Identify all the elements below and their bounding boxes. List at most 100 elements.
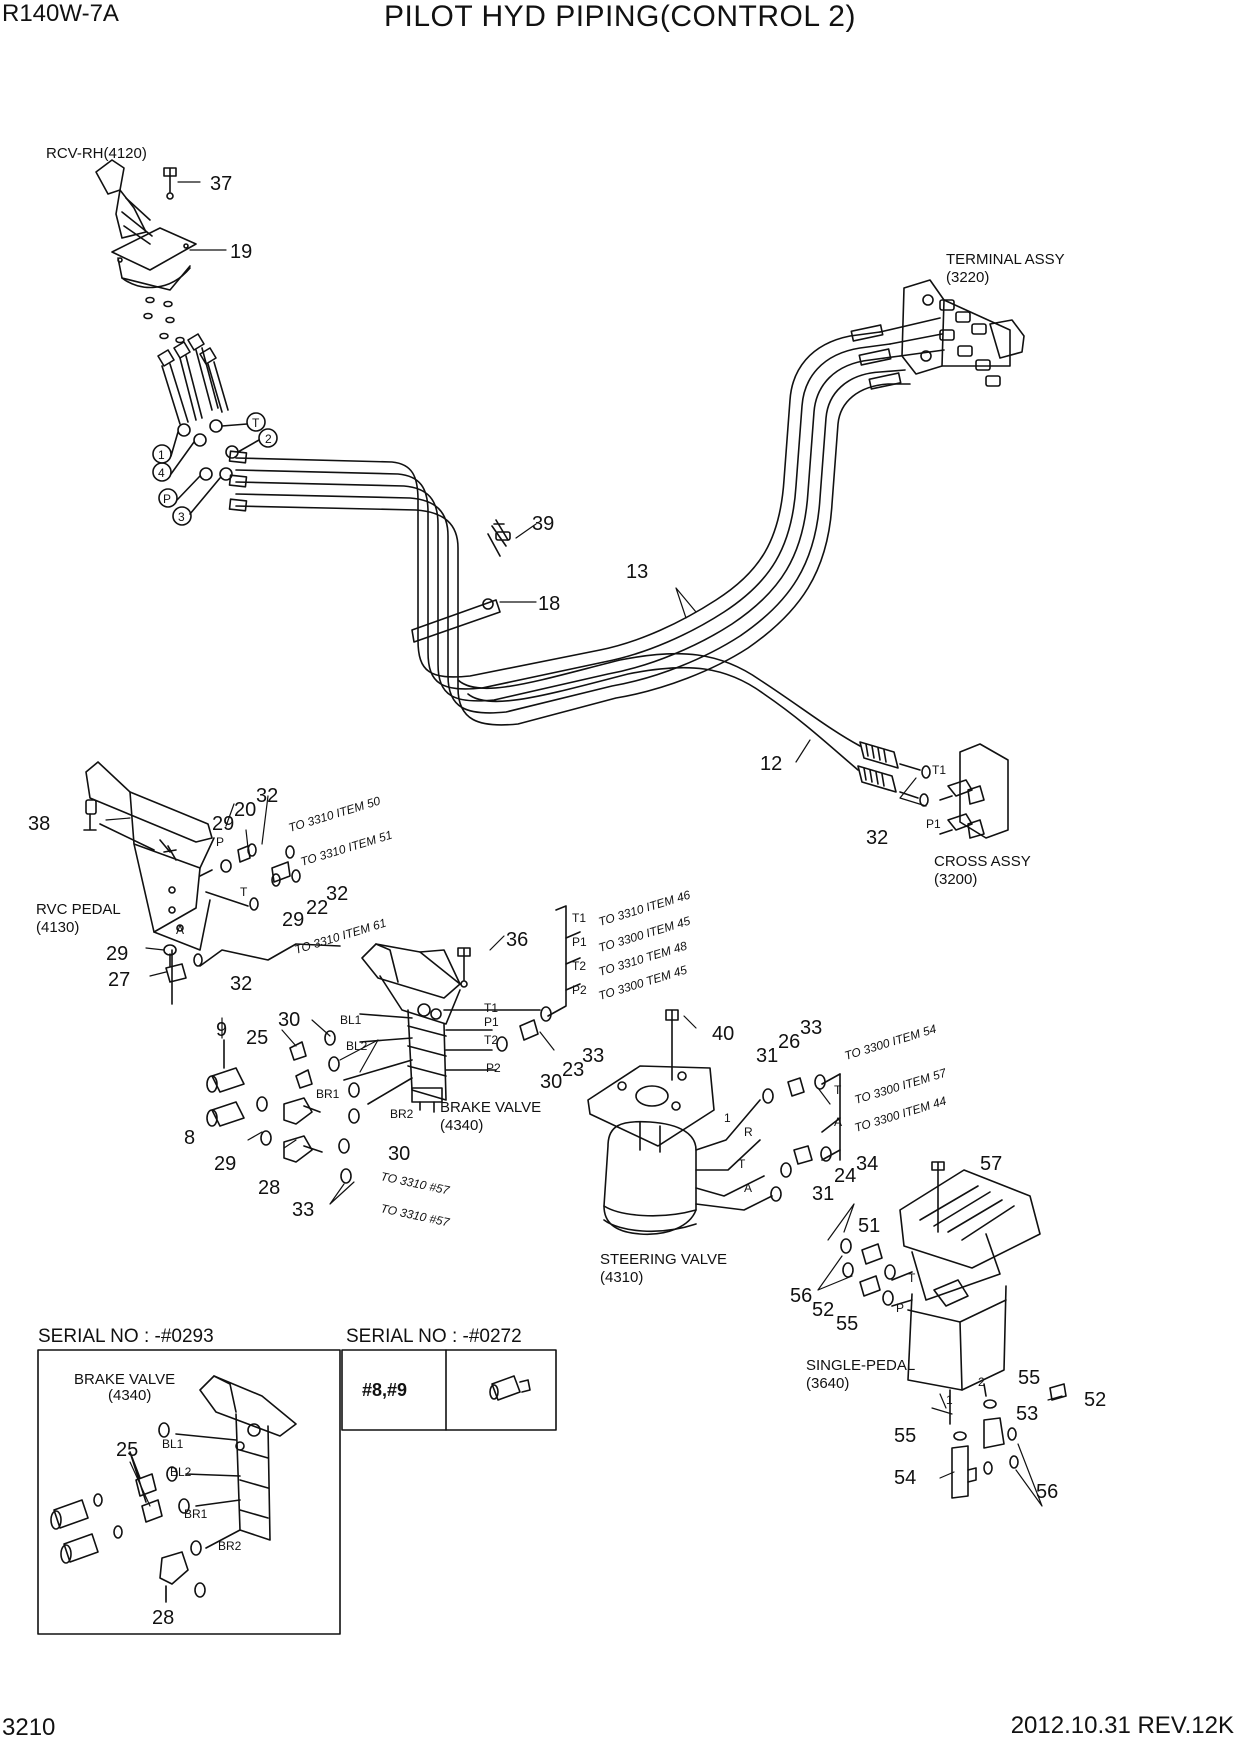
item-55-a: 55 bbox=[836, 1313, 858, 1335]
port-labels: T 2 1 4 P 3 T1 P1 P T A T1 P1 T2 P2 BL1 … bbox=[158, 416, 985, 1553]
label-rcv-rh: RCV-RH(4120) bbox=[46, 145, 147, 162]
note-item-51: TO 3310 ITEM 51 bbox=[299, 828, 394, 869]
item-56-a: 56 bbox=[790, 1285, 812, 1307]
port-2: 2 bbox=[265, 432, 272, 446]
label-cross-code: (3200) bbox=[934, 871, 977, 888]
item-32-low: 32 bbox=[230, 973, 252, 995]
inset-left-serial: SERIAL NO : -#0293 bbox=[38, 1326, 214, 1347]
page-title: PILOT HYD PIPING(CONTROL 2) bbox=[384, 0, 856, 33]
label-terminal-name: TERMINAL ASSY bbox=[946, 251, 1065, 268]
component-labels: RCV-RH(4120) TERMINAL ASSY (3220) CROSS … bbox=[36, 145, 1065, 1392]
inset-left-brake-name: BRAKE VALVE bbox=[74, 1371, 175, 1388]
item-51: 51 bbox=[858, 1215, 880, 1237]
label-rvc-code: (4130) bbox=[36, 919, 79, 936]
port-brake-BL1: BL1 bbox=[340, 1013, 362, 1027]
item-32-cross: 32 bbox=[866, 827, 888, 849]
label-single-name: SINGLE-PEDAL bbox=[806, 1357, 915, 1374]
inset-serial-0293 bbox=[37, 1349, 341, 1635]
item-31-a: 31 bbox=[756, 1045, 778, 1067]
note-leaders-rvc bbox=[199, 943, 341, 967]
port-4: 4 bbox=[158, 466, 165, 480]
port-steer-T: T bbox=[738, 1157, 746, 1171]
port-steer-T-note: T bbox=[834, 1083, 842, 1097]
item-39: 39 bbox=[532, 513, 554, 535]
item-29-rvc: 29 bbox=[212, 813, 234, 835]
item-56-b: 56 bbox=[1036, 1481, 1058, 1503]
brake-valve bbox=[206, 943, 552, 1184]
port-single-T: T bbox=[908, 1271, 916, 1285]
item-27: 27 bbox=[108, 969, 130, 991]
inset-texts: SERIAL NO : -#0293 BRAKE VALVE (4340) SE… bbox=[38, 1326, 522, 1404]
item-30-b: 30 bbox=[388, 1143, 410, 1165]
port-brake-T1: T1 bbox=[484, 1001, 498, 1015]
label-brake-code: (4340) bbox=[440, 1117, 483, 1134]
label-steer-code: (4310) bbox=[600, 1269, 643, 1286]
item-8: 8 bbox=[184, 1127, 195, 1149]
port-steer-A: A bbox=[744, 1181, 752, 1195]
label-rvc-name: RVC PEDAL bbox=[36, 901, 121, 918]
item-30-c: 30 bbox=[540, 1071, 562, 1093]
label-brake-name: BRAKE VALVE bbox=[440, 1099, 541, 1116]
terminal-assy bbox=[850, 279, 1025, 390]
port-single-2: 2 bbox=[978, 1375, 985, 1389]
revision-date: 2012.10.31 REV.12K bbox=[1010, 1712, 1234, 1739]
port-cross-T1: T1 bbox=[932, 763, 946, 777]
port-note-P1: P1 bbox=[572, 935, 587, 949]
port-brake-T2: T2 bbox=[484, 1033, 498, 1047]
port-brake-BR1: BR1 bbox=[316, 1087, 340, 1101]
port-inset-BR2: BR2 bbox=[218, 1539, 242, 1553]
item-33-c: 33 bbox=[800, 1017, 822, 1039]
port-steer-L: 1 bbox=[724, 1111, 731, 1125]
item-29-lower: 29 bbox=[282, 909, 304, 931]
port-brake-BR2: BR2 bbox=[390, 1107, 414, 1121]
item-20: 20 bbox=[234, 799, 256, 821]
port-single-1: 1 bbox=[946, 1393, 953, 1407]
item-34: 34 bbox=[856, 1153, 878, 1175]
item-37: 37 bbox=[210, 173, 232, 195]
callout-leaders bbox=[105, 181, 1063, 1601]
item-28: 28 bbox=[258, 1177, 280, 1199]
label-steer-name: STEERING VALVE bbox=[600, 1251, 727, 1268]
port-note-T1: T1 bbox=[572, 911, 586, 925]
port-inset-BL1: BL1 bbox=[162, 1437, 184, 1451]
item-32-top: 32 bbox=[256, 785, 278, 807]
port-T: T bbox=[252, 416, 260, 430]
item-38: 38 bbox=[28, 813, 50, 835]
port-3: 3 bbox=[178, 510, 185, 524]
inset-right-serial: SERIAL NO : -#0272 bbox=[346, 1326, 522, 1347]
item-52-a: 52 bbox=[812, 1299, 834, 1321]
port-inset-BR1: BR1 bbox=[184, 1507, 208, 1521]
item-23: 23 bbox=[562, 1059, 584, 1081]
port-note-T2: T2 bbox=[572, 959, 586, 973]
inset-brake-valve bbox=[50, 1375, 297, 1603]
item-33-b: 33 bbox=[582, 1045, 604, 1067]
item-40: 40 bbox=[712, 1023, 734, 1045]
item-54: 54 bbox=[894, 1467, 916, 1489]
note-leaders-brake bbox=[547, 905, 581, 1017]
label-cross-name: CROSS ASSY bbox=[934, 853, 1031, 870]
rcv-rh-joystick bbox=[95, 159, 278, 526]
item-33-a: 33 bbox=[292, 1199, 314, 1221]
port-brake-BL2: BL2 bbox=[346, 1039, 368, 1053]
item-13: 13 bbox=[626, 561, 648, 583]
item-36: 36 bbox=[506, 929, 528, 951]
item-52-b: 52 bbox=[1084, 1389, 1106, 1411]
item-53: 53 bbox=[1016, 1403, 1038, 1425]
inset-switch-icon bbox=[489, 1375, 531, 1401]
item-29-a: 29 bbox=[106, 943, 128, 965]
model-code: R140W-7A bbox=[2, 0, 119, 27]
item-19: 19 bbox=[230, 241, 252, 263]
port-inset-BL2: BL2 bbox=[170, 1465, 192, 1479]
inset-right-cell-label: #8,#9 bbox=[362, 1380, 407, 1400]
single-pedal bbox=[840, 1161, 1067, 1499]
item-22: 22 bbox=[306, 897, 328, 919]
port-rvc-A: A bbox=[176, 923, 184, 937]
note-item-54: TO 3300 ITEM 54 bbox=[843, 1022, 938, 1063]
item-callouts: 37 19 39 18 13 12 32 38 29 20 32 29 22 3… bbox=[28, 173, 1106, 1629]
hose-pair-12 bbox=[457, 652, 899, 793]
note-item-61: TO 3310 ITEM 61 bbox=[293, 916, 388, 957]
label-terminal-code: (3220) bbox=[946, 269, 989, 286]
note-item-50: TO 3310 ITEM 50 bbox=[287, 794, 382, 835]
port-P: P bbox=[163, 492, 171, 506]
